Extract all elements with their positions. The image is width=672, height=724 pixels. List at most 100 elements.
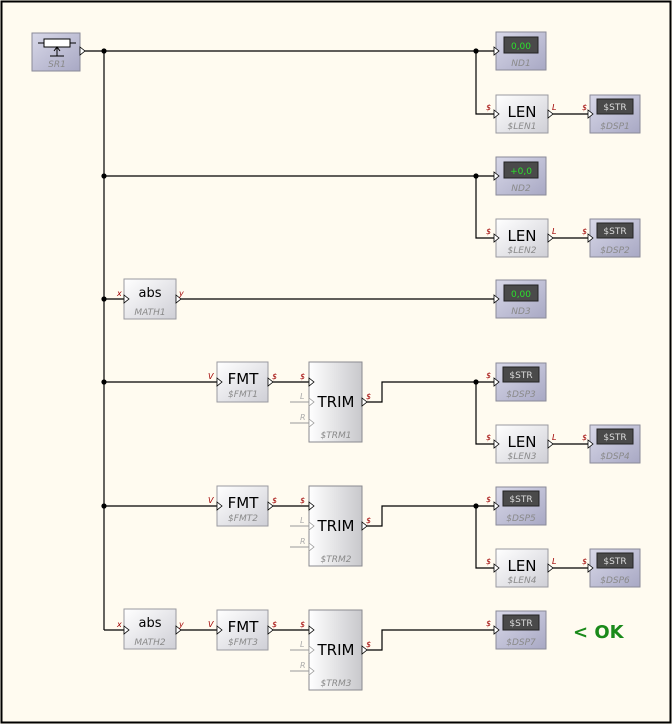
pin-labels: $ L $ $ L $ $ L $ $ L $ $ $ $ x y x y V … xyxy=(116,103,587,670)
display-value: +0,0 xyxy=(510,167,532,177)
display-value: $STR xyxy=(509,495,532,505)
svg-text:$: $ xyxy=(486,557,491,566)
svg-text:L: L xyxy=(300,640,304,649)
block-caption: $FMT1 xyxy=(228,390,258,400)
wires xyxy=(80,50,588,672)
svg-text:x: x xyxy=(116,289,122,298)
math-block-2[interactable]: abs MATH2 xyxy=(123,608,177,650)
string-display-dsp4[interactable]: $STR $DSP4 xyxy=(589,424,641,464)
display-value: $STR xyxy=(603,433,626,443)
numeric-display-nd1[interactable]: 0,00 ND1 xyxy=(495,31,547,71)
svg-text:$: $ xyxy=(366,516,371,525)
string-display-dsp6[interactable]: $STR $DSP6 xyxy=(589,548,641,588)
svg-text:$: $ xyxy=(582,227,587,236)
string-display-dsp7[interactable]: $STR $DSP7 xyxy=(495,610,547,650)
block-caption: $TRM2 xyxy=(321,555,352,565)
trim-block-2[interactable]: TRIM $TRM2 xyxy=(308,485,363,567)
svg-text:L: L xyxy=(552,227,556,236)
block-caption: MATH1 xyxy=(134,308,165,318)
display-value: 0,00 xyxy=(511,290,531,300)
len-block-4[interactable]: LEN $LEN4 xyxy=(495,548,549,588)
junction-dots xyxy=(101,48,479,509)
block-caption: $DSP3 xyxy=(506,390,536,400)
block-caption: $DSP7 xyxy=(506,638,536,648)
block-label: LEN xyxy=(507,227,536,245)
string-display-dsp5[interactable]: $STR $DSP5 xyxy=(495,486,547,526)
slider-source-sr1[interactable]: SR1 xyxy=(31,32,81,72)
len-block-2[interactable]: LEN $LEN2 xyxy=(495,218,549,258)
svg-text:$: $ xyxy=(366,392,371,401)
string-display-dsp1[interactable]: $STR $DSP1 xyxy=(589,94,641,134)
block-caption: $FMT2 xyxy=(228,514,258,524)
block-caption: $TRM1 xyxy=(321,431,352,441)
string-display-dsp2[interactable]: $STR $DSP2 xyxy=(589,218,641,258)
svg-text:$: $ xyxy=(486,371,491,380)
svg-text:L: L xyxy=(300,516,304,525)
block-caption: ND2 xyxy=(511,184,531,194)
math-block-1[interactable]: abs MATH1 xyxy=(123,278,177,320)
block-caption: $LEN4 xyxy=(508,576,537,586)
block-caption: $DSP6 xyxy=(600,576,630,586)
svg-text:$: $ xyxy=(366,640,371,649)
block-caption: $DSP4 xyxy=(600,452,630,462)
svg-text:$: $ xyxy=(300,372,305,381)
block-label: abs xyxy=(139,616,162,631)
display-value: $STR xyxy=(509,619,532,629)
svg-text:V: V xyxy=(208,620,214,629)
svg-text:y: y xyxy=(178,620,184,629)
block-caption: ND3 xyxy=(511,307,531,317)
svg-text:$: $ xyxy=(486,433,491,442)
block-caption: MATH2 xyxy=(134,638,166,648)
svg-text:L: L xyxy=(552,103,556,112)
block-label: TRIM xyxy=(317,517,355,535)
block-caption: $TRM3 xyxy=(321,679,352,689)
block-label: abs xyxy=(139,286,162,301)
svg-text:$: $ xyxy=(486,619,491,628)
block-label: LEN xyxy=(507,103,536,121)
display-value: $STR xyxy=(603,227,626,237)
trim-block-3[interactable]: TRIM $TRM3 xyxy=(308,609,363,691)
svg-text:$: $ xyxy=(582,103,587,112)
svg-text:R: R xyxy=(300,661,306,670)
svg-text:$: $ xyxy=(272,496,277,505)
block-caption: SR1 xyxy=(48,60,66,70)
trim-block-1[interactable]: TRIM $TRM1 xyxy=(308,361,363,443)
block-caption: $FMT3 xyxy=(228,638,258,648)
svg-text:$: $ xyxy=(486,227,491,236)
svg-text:L: L xyxy=(552,557,556,566)
fmt-block-2[interactable]: FMT $FMT2 xyxy=(216,485,269,527)
block-caption: ND1 xyxy=(511,59,530,69)
display-value: $STR xyxy=(509,371,532,381)
svg-text:V: V xyxy=(208,496,214,505)
svg-text:$: $ xyxy=(300,620,305,629)
display-value: 0,00 xyxy=(511,42,531,52)
block-label: LEN xyxy=(507,557,536,575)
port-arrows xyxy=(79,46,594,676)
block-caption: $DSP2 xyxy=(600,246,630,256)
svg-text:R: R xyxy=(300,537,306,546)
svg-text:$: $ xyxy=(300,496,305,505)
block-label: FMT xyxy=(228,618,260,636)
ok-status-label: < OK xyxy=(573,622,625,643)
svg-text:$: $ xyxy=(486,103,491,112)
block-caption: $DSP1 xyxy=(600,122,630,132)
svg-text:V: V xyxy=(208,372,214,381)
svg-text:L: L xyxy=(300,392,304,401)
block-caption: $LEN2 xyxy=(508,246,537,256)
len-block-1[interactable]: LEN $LEN1 xyxy=(495,94,549,134)
display-value: $STR xyxy=(603,557,626,567)
svg-text:$: $ xyxy=(582,433,587,442)
block-label: FMT xyxy=(228,370,260,388)
block-label: TRIM xyxy=(317,641,355,659)
svg-text:$: $ xyxy=(272,620,277,629)
string-display-dsp3[interactable]: $STR $DSP3 xyxy=(495,362,547,402)
numeric-display-nd2[interactable]: +0,0 ND2 xyxy=(495,156,547,196)
fmt-block-1[interactable]: FMT $FMT1 xyxy=(216,361,269,403)
len-block-3[interactable]: LEN $LEN3 xyxy=(495,424,549,464)
block-caption: $LEN3 xyxy=(508,452,537,462)
svg-text:y: y xyxy=(178,289,184,298)
svg-text:$: $ xyxy=(272,372,277,381)
numeric-display-nd3[interactable]: 0,00 ND3 xyxy=(495,279,547,319)
fmt-block-3[interactable]: FMT $FMT3 xyxy=(216,609,269,651)
